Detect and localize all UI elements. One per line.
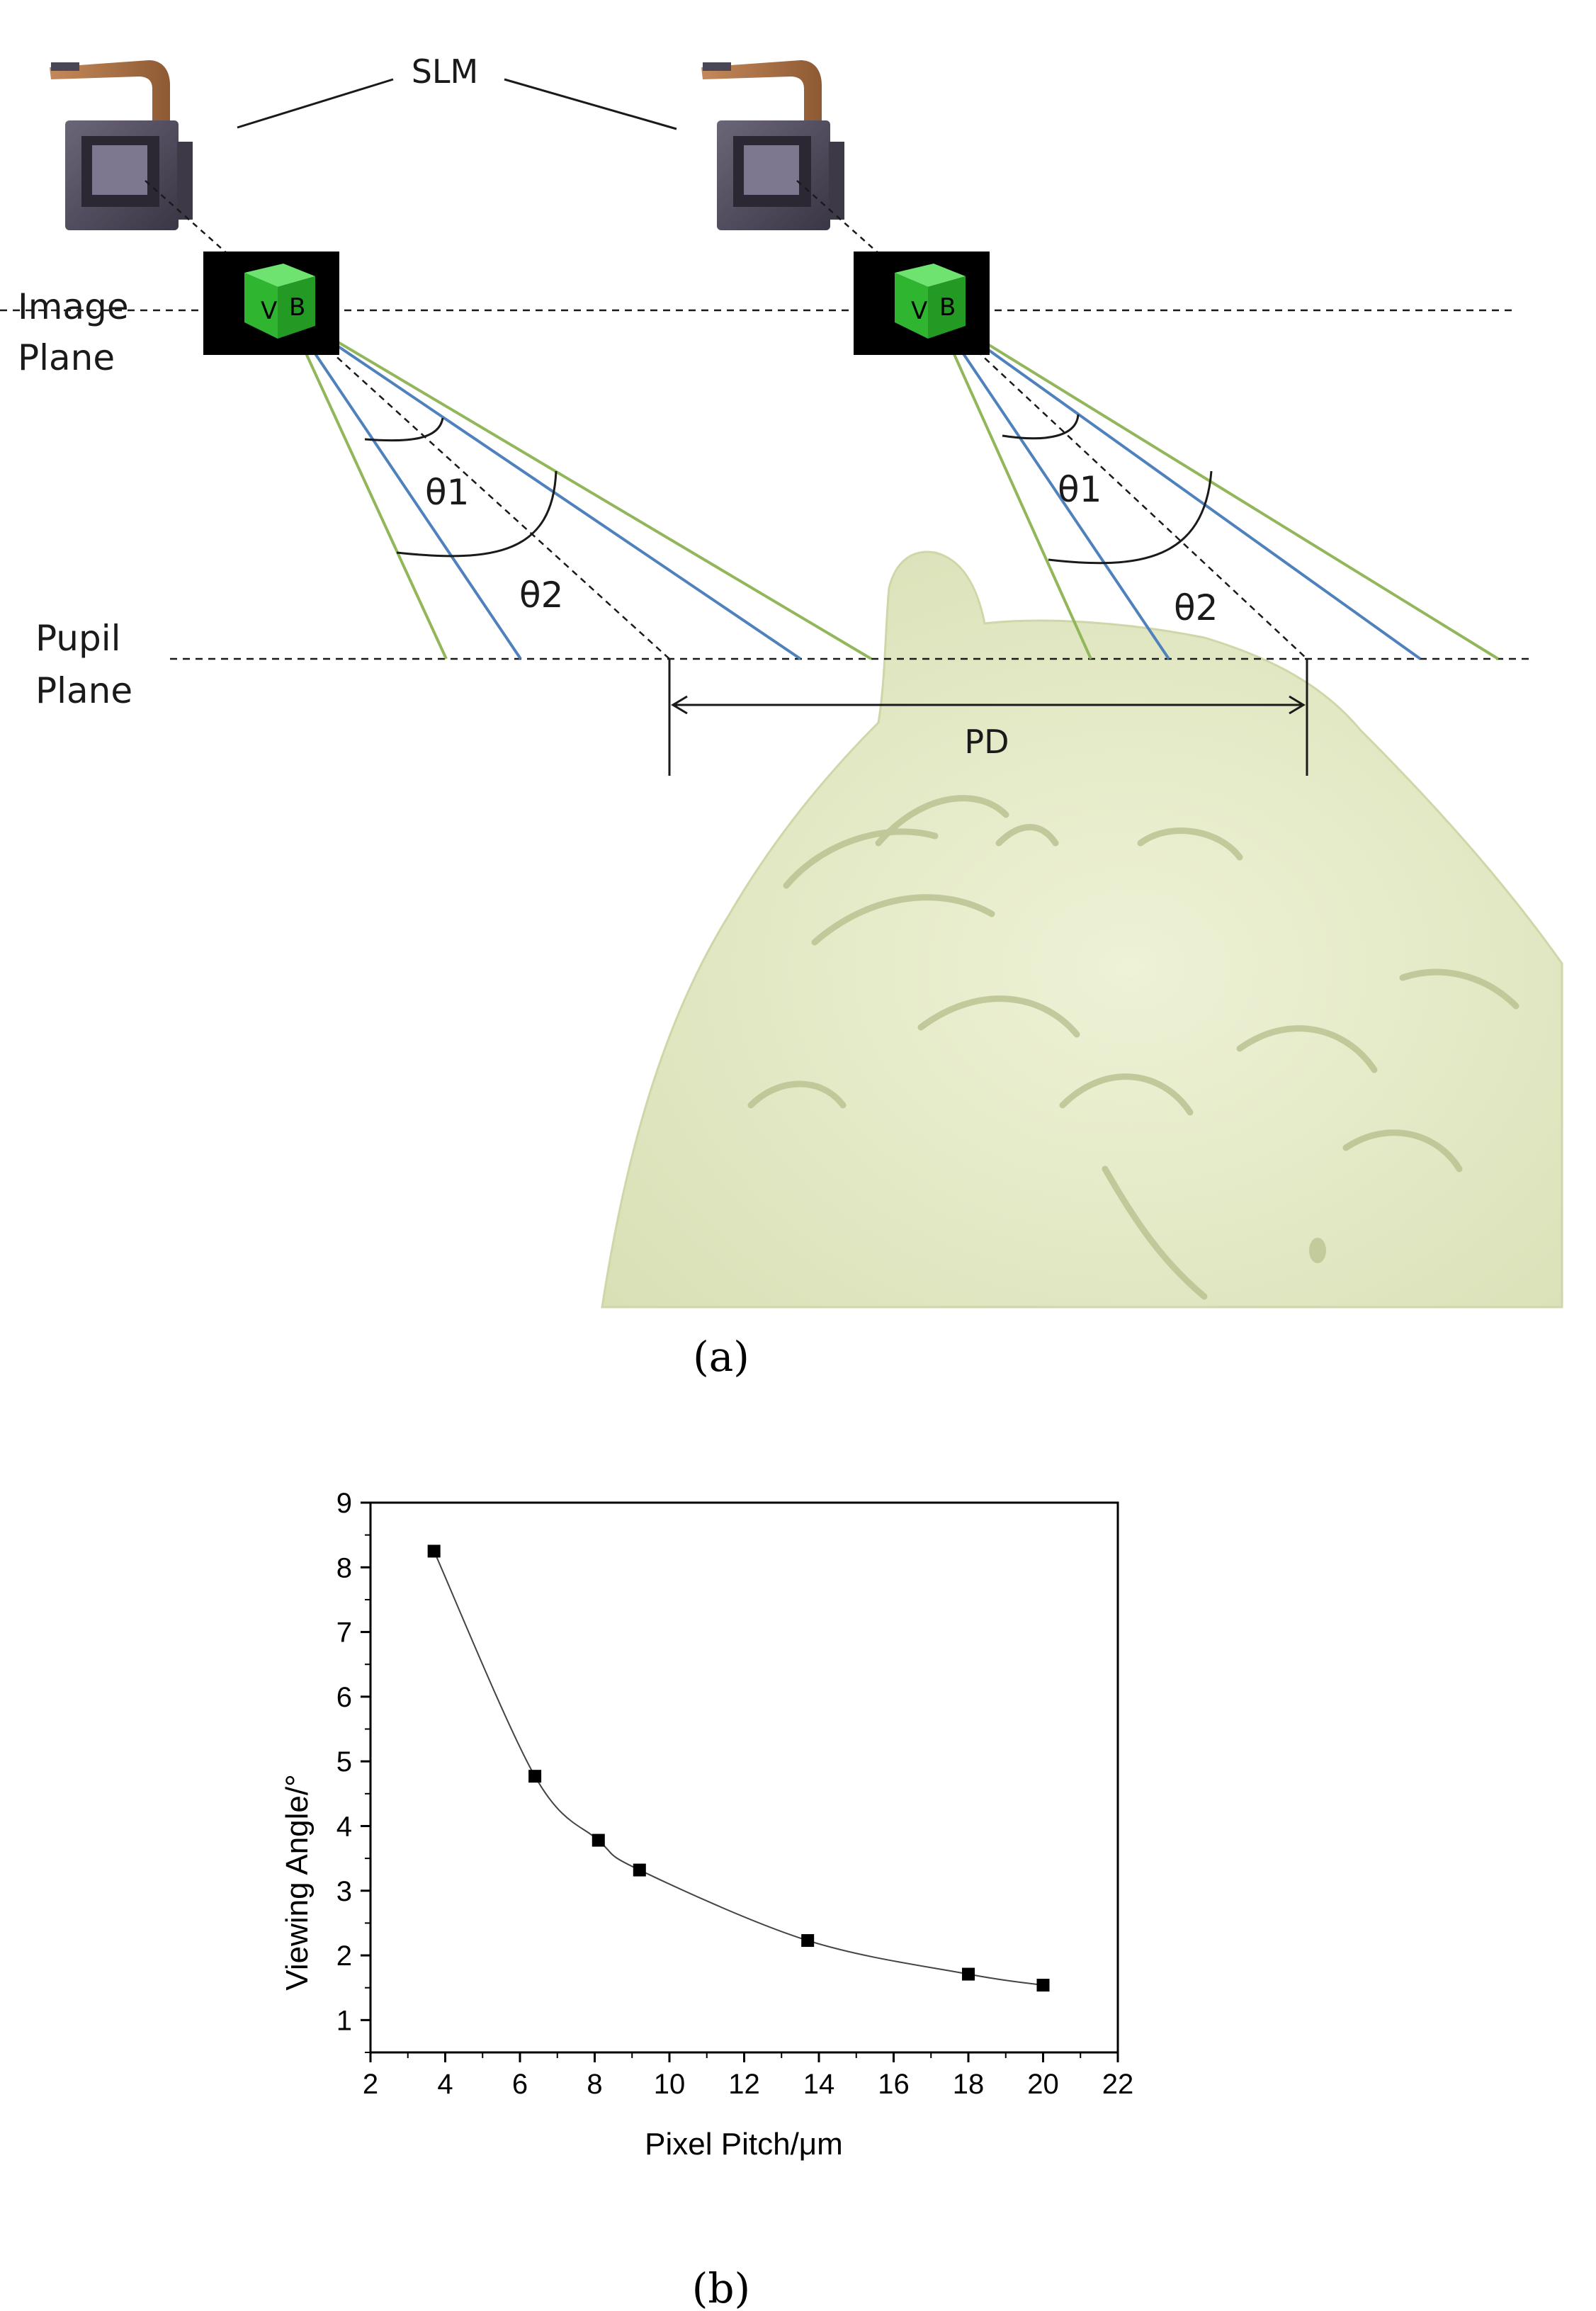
cube-image-icon: V B	[854, 252, 990, 355]
x-tick-label: 16	[878, 2069, 910, 2100]
theta2-right-label: θ2	[1174, 587, 1218, 628]
data-point-marker	[528, 1770, 542, 1783]
x-tick-label: 14	[803, 2069, 835, 2100]
data-point-marker	[427, 1544, 441, 1558]
data-point-marker	[801, 1934, 815, 1948]
slm-leader-right	[504, 78, 677, 130]
chart-frame	[369, 1501, 1119, 2054]
slm-device-icon	[50, 60, 193, 230]
image-plane-label: Image Plane	[18, 286, 140, 378]
chart-x-axis-label: Pixel Pitch/μm	[645, 2127, 843, 2162]
svg-text:B: B	[939, 293, 956, 322]
y-tick-label: 7	[336, 1617, 352, 1649]
x-tick-label: 4	[437, 2069, 453, 2100]
slm-label: SLM	[412, 52, 479, 91]
figure-a-diagram: SLM Image Plane Pupil Plane	[0, 52, 1563, 1381]
svg-text:B: B	[289, 293, 305, 322]
x-tick-label: 18	[953, 2069, 985, 2100]
data-point-marker	[1036, 1979, 1050, 1992]
y-tick-label: 4	[336, 1811, 352, 1842]
y-tick-label: 3	[336, 1876, 352, 1907]
y-tick-label: 1	[336, 2005, 352, 2036]
x-tick-label: 2	[363, 2069, 378, 2100]
x-tick-label: 20	[1027, 2069, 1059, 2100]
y-tick-label: 6	[336, 1682, 352, 1713]
y-tick-label: 5	[336, 1746, 352, 1778]
x-tick-label: 10	[654, 2069, 686, 2100]
right-ray-bundle	[934, 310, 1500, 660]
y-tick-label: 9	[336, 1488, 352, 1519]
x-tick-label: 22	[1102, 2069, 1134, 2100]
theta1-right-label: θ1	[1058, 469, 1102, 510]
figure-b-caption: (b)	[692, 2264, 750, 2311]
slm-leader-left	[237, 78, 394, 129]
series-line	[433, 1551, 1043, 1987]
theta1-left-label: θ1	[425, 472, 469, 513]
pupil-plane-label: Pupil Plane	[35, 618, 132, 711]
pd-dimension	[668, 659, 1308, 776]
cube-image-icon: V B	[203, 252, 339, 355]
y-tick-label: 2	[336, 1940, 352, 1972]
pd-label: PD	[964, 723, 1009, 761]
chart-y-axis-label: Viewing Angle/°	[280, 1774, 315, 1990]
data-point-marker	[592, 1833, 605, 1847]
x-tick-label: 6	[512, 2069, 528, 2100]
y-tick-label: 8	[336, 1552, 352, 1583]
svg-text:V: V	[261, 297, 277, 325]
x-tick-label: 8	[587, 2069, 602, 2100]
slm-device-icon	[701, 60, 844, 230]
x-tick-label: 12	[728, 2069, 760, 2100]
figure-a-caption: (a)	[693, 1333, 749, 1381]
theta2-left-label: θ2	[519, 575, 563, 616]
svg-text:V: V	[911, 297, 927, 325]
data-point-marker	[962, 1967, 975, 1981]
head-model-icon	[601, 550, 1563, 1309]
left-ray-bundle	[285, 310, 873, 660]
data-point-marker	[633, 1863, 646, 1877]
